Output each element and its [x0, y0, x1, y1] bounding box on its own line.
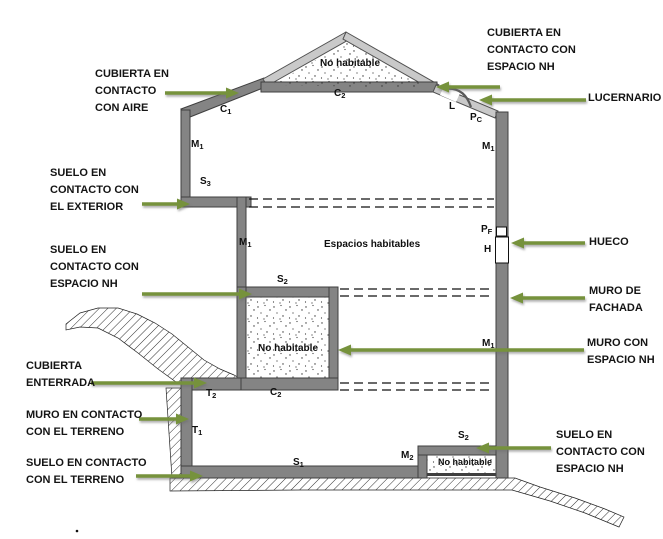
- terrain-under-floor: [169, 477, 625, 528]
- arrow-suelo-exterior: [142, 198, 190, 210]
- label-habitable: Espacios habitables: [324, 239, 421, 250]
- arrow-suelo-terreno: [136, 470, 203, 482]
- callout-lucernario: LUCERNARIO: [588, 92, 662, 104]
- box-floor-s2: [236, 286, 339, 298]
- box-left-wall: [236, 286, 247, 391]
- code-h: H: [484, 244, 492, 255]
- arrow-suelo-espacio-nh-2: [476, 442, 551, 454]
- code-t2: T2: [206, 388, 217, 400]
- label-bottom-nh: No habitable: [438, 457, 493, 467]
- callout-muro-fachada: MURO DE FACHADA: [589, 285, 643, 314]
- code-s1: S1: [293, 457, 304, 469]
- callout-muro-terreno: MURO EN CONTACTO CON EL TERRENO: [26, 409, 143, 438]
- callout-arrows: [91, 81, 586, 482]
- arrow-cubierta-enterrada: [91, 377, 207, 389]
- arrow-cubierta-espacio-nh: [436, 81, 500, 93]
- code-s2-bottom: S2: [458, 430, 469, 442]
- code-pc: PC: [470, 112, 483, 124]
- code-s3: S3: [200, 176, 211, 188]
- terrain-hatch: [65, 307, 625, 533]
- floor-level-dashes: [249, 198, 494, 391]
- code-m2: M2: [401, 450, 414, 462]
- buried-wall-t1: [180, 377, 193, 479]
- code-c2-buried: C2: [270, 387, 282, 399]
- callout-cubierta-aire: CUBIERTA EN CONTACTO CON AIRE: [95, 68, 169, 114]
- box-right-wall-m2: [328, 286, 339, 391]
- code-m1-left-upper: M1: [191, 139, 204, 151]
- right-wall-upper-m1: [495, 111, 509, 238]
- arrow-muro-fachada: [510, 292, 585, 304]
- arrow-muro-espacio-nh: [338, 344, 584, 356]
- arrow-muro-terreno: [139, 413, 189, 425]
- right-wall-lower-m1: [495, 262, 509, 479]
- code-c1: C1: [220, 104, 232, 116]
- callout-suelo-exterior: SUELO EN CONTACTO CON EL EXTERIOR: [50, 167, 139, 213]
- pf-thermal-bridge-box: [496, 226, 507, 237]
- left-wall-upper-m1: [180, 109, 191, 208]
- callout-suelo-terreno: SUELO EN CONTACTO CON EL TERRENO: [26, 457, 147, 486]
- box-bottom-c2: [236, 377, 339, 391]
- ground-floor-s1: [180, 465, 428, 479]
- callout-hueco: HUECO: [589, 236, 629, 248]
- arrow-cubierta-aire: [165, 87, 239, 99]
- label-attic-nh: No habitable: [320, 58, 381, 69]
- bottom-nh-base-line: [427, 473, 496, 476]
- callout-suelo-espacio-nh: SUELO EN CONTACTO CON ESPACIO NH: [50, 244, 139, 290]
- stray-dot: [75, 529, 79, 533]
- callout-suelo-espacio-nh-2: SUELO EN CONTACTO CON ESPACIO NH: [556, 429, 645, 475]
- attic-nh-fill: [272, 42, 428, 88]
- callout-cubierta-espacio-nh: CUBIERTA EN CONTACTO CON ESPACIO NH: [487, 27, 576, 73]
- window-hueco: [495, 236, 509, 264]
- code-m1-left-lower: M1: [239, 237, 252, 249]
- code-pf: PF: [481, 224, 493, 236]
- callout-cubierta-enterrada: CUBIERTA ENTERRADA: [26, 360, 96, 389]
- arrow-suelo-espacio-nh: [142, 288, 252, 300]
- code-c2-ceiling: C2: [334, 88, 346, 100]
- code-s2-mid: S2: [277, 274, 288, 286]
- roof: [180, 31, 499, 119]
- arrow-hueco: [511, 237, 585, 249]
- callout-muro-espacio-nh: MURO CON ESPACIO NH: [587, 337, 655, 366]
- label-middle-nh: No habitable: [258, 343, 319, 354]
- arrow-lucernario: [479, 94, 586, 106]
- code-t1: T1: [192, 425, 203, 437]
- code-m1-right-upper: M1: [482, 141, 495, 153]
- code-m1-right-mid: M1: [482, 338, 495, 350]
- bottom-nh-fill: [427, 455, 496, 473]
- code-l: L: [449, 101, 456, 112]
- middle-nh-fill: [246, 297, 329, 378]
